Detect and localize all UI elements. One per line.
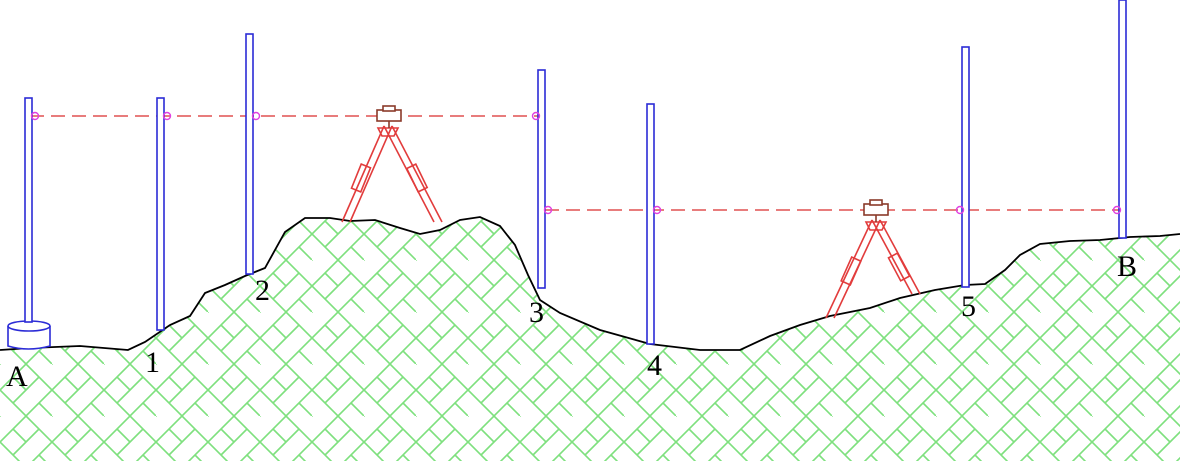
leveling-staff-icon — [961, 46, 970, 288]
staff-reading-markers — [30, 111, 1122, 215]
leveling-staff-icon — [1118, 0, 1127, 239]
leveling-staff-icon — [537, 69, 546, 289]
point-label-4: 4 — [647, 349, 662, 382]
leveling-staff-icon — [156, 97, 165, 331]
staff-base-plate-icon — [7, 320, 51, 350]
point-label-5: 5 — [961, 290, 976, 323]
point-label-b: B — [1117, 250, 1137, 283]
leveling-staff-icon — [646, 103, 655, 345]
point-label-2: 2 — [255, 274, 270, 307]
level-instrument-tripod-icon — [341, 105, 443, 223]
leveling-staff-icon — [245, 33, 254, 275]
level-instrument-tripod-icon — [825, 199, 921, 319]
point-label-3: 3 — [529, 296, 544, 329]
point-label-1: 1 — [145, 346, 160, 379]
point-label-a: A — [6, 360, 28, 393]
ground-fill — [0, 217, 1180, 461]
ground-surface-line — [0, 216, 1180, 351]
leveling-staff-icon — [24, 97, 33, 323]
